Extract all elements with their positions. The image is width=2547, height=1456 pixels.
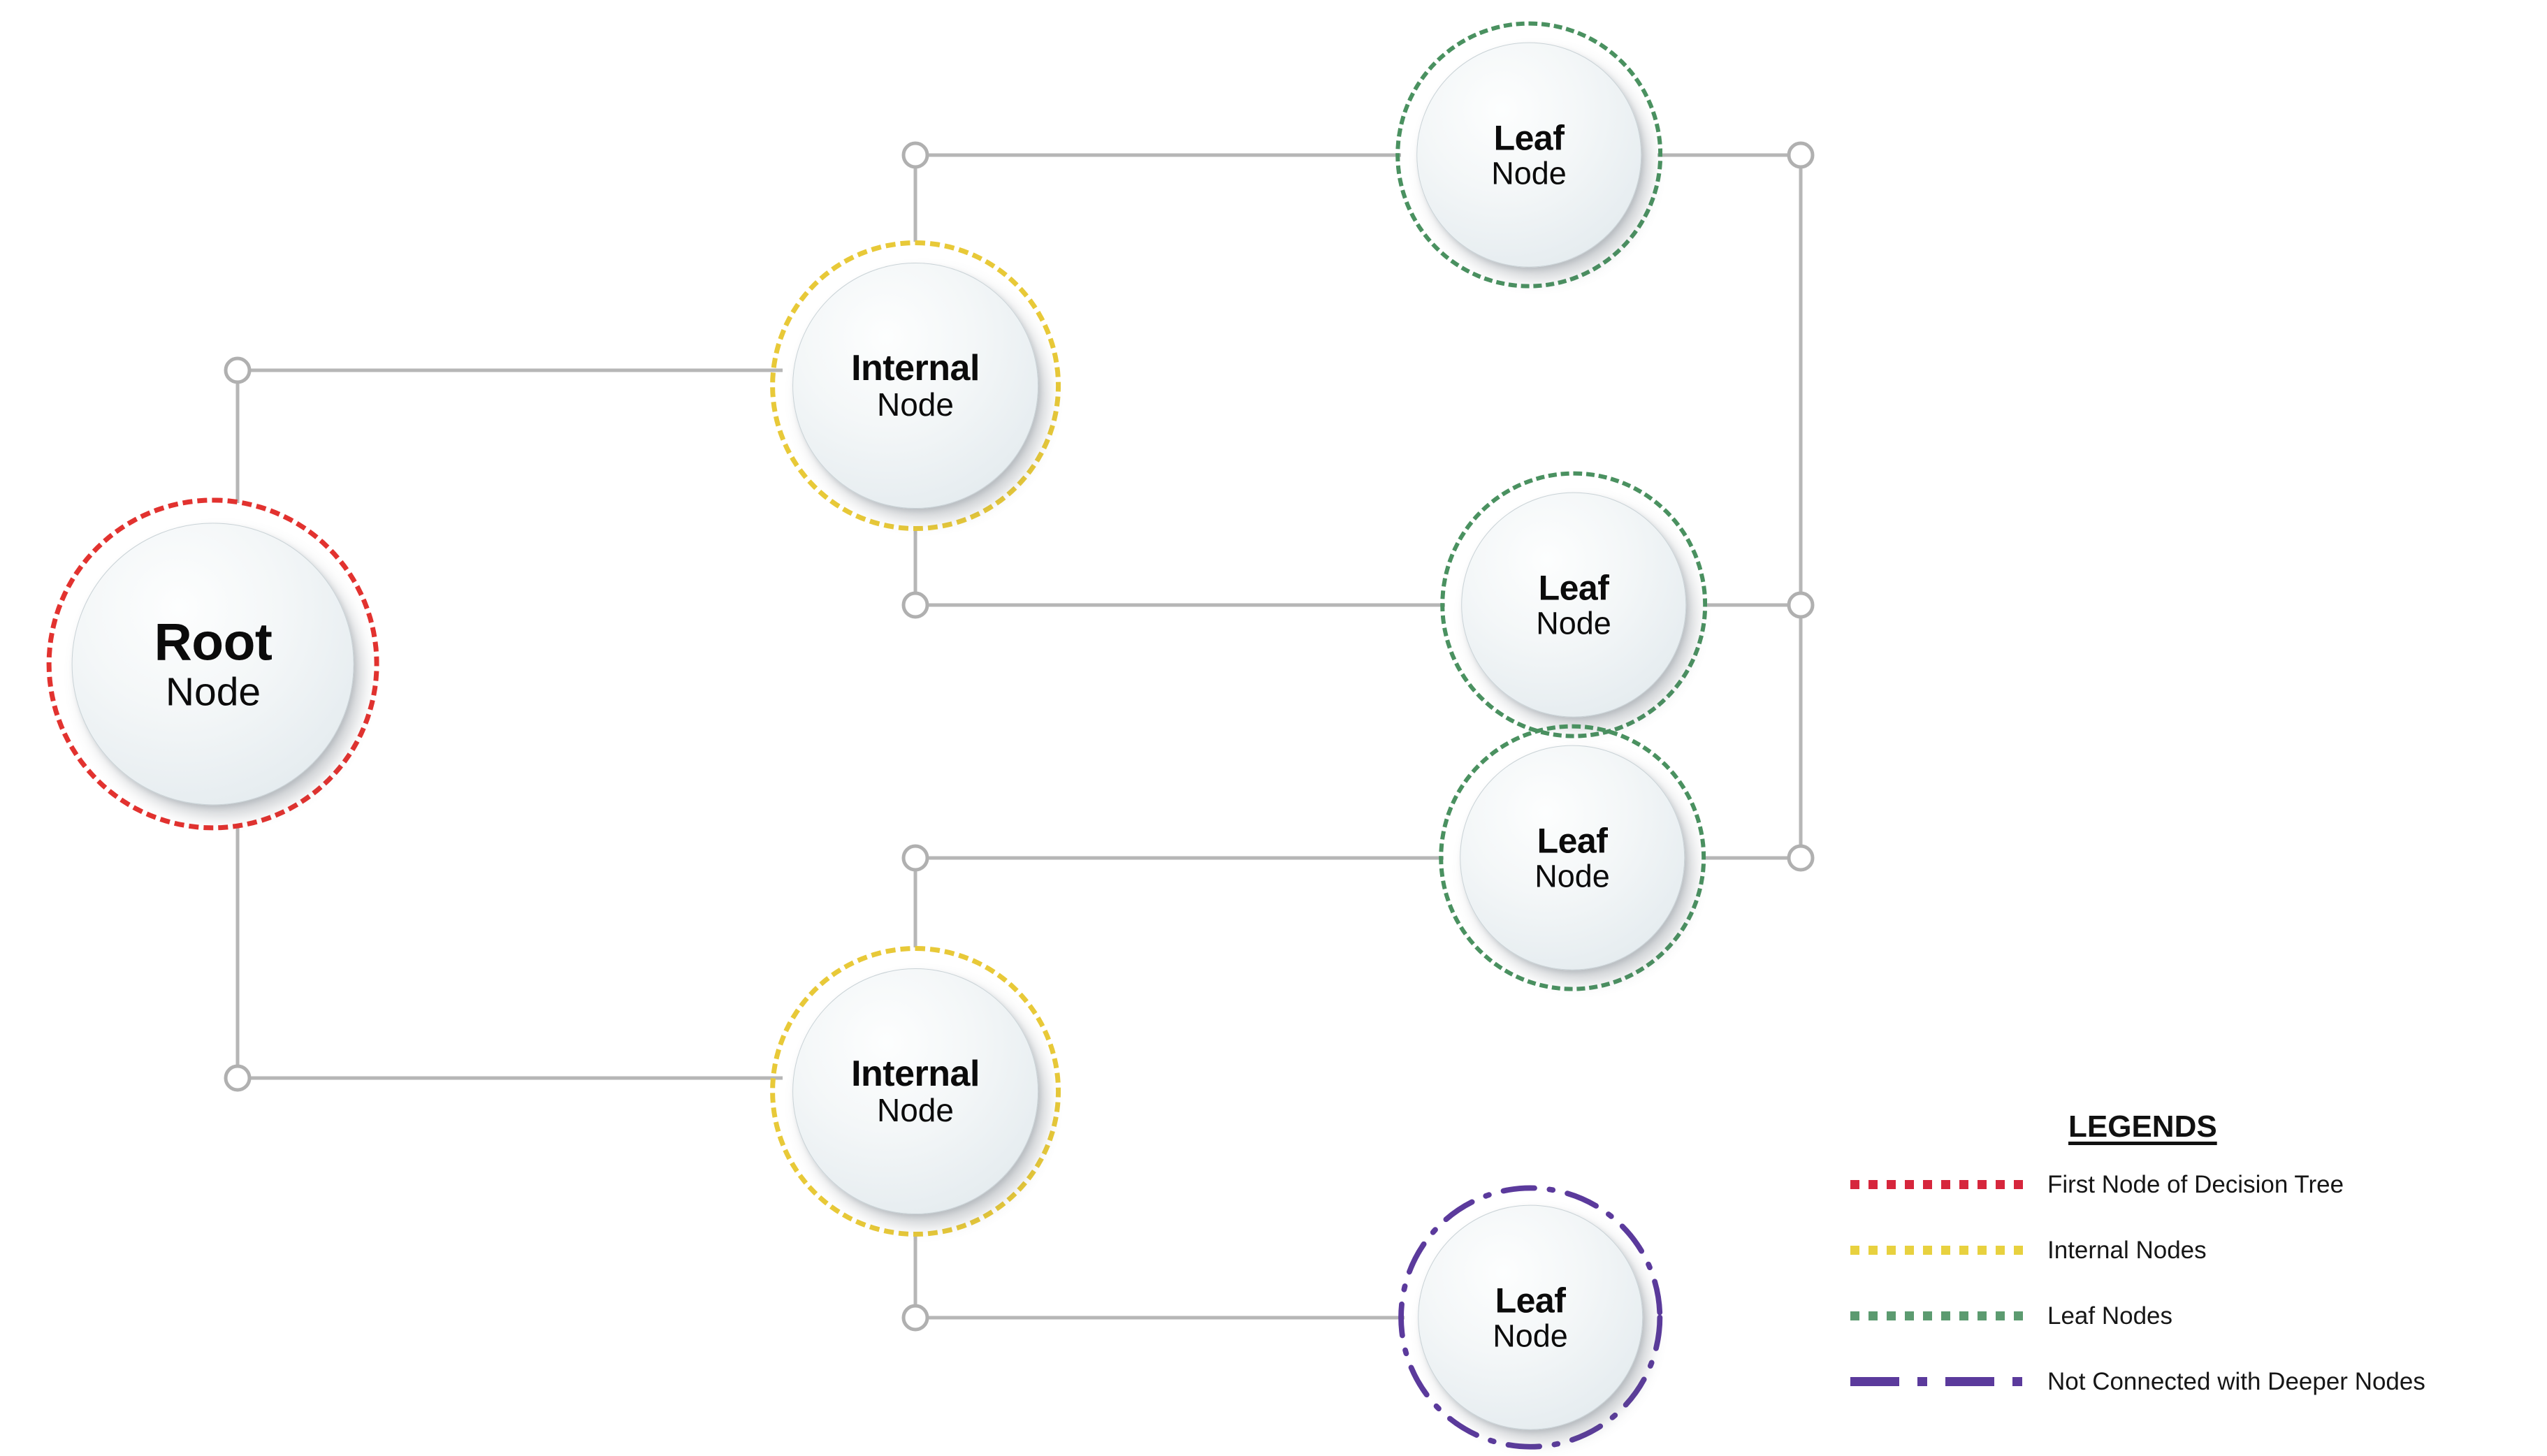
root-body bbox=[71, 522, 354, 805]
internal-label-secondary: Node bbox=[877, 386, 954, 423]
junction-dot bbox=[224, 356, 252, 384]
node-leaf-3[interactable]: Leaf Node bbox=[1438, 724, 1706, 991]
leaf-label: Leaf Node bbox=[1536, 570, 1611, 641]
leaf-body bbox=[1416, 42, 1641, 268]
internal-label-secondary: Node bbox=[877, 1092, 954, 1129]
root-label: Root Node bbox=[154, 614, 273, 713]
leaf-label-primary: Leaf bbox=[1495, 1281, 1566, 1320]
legend-swatch-not-connected bbox=[1850, 1377, 2025, 1386]
root-label-primary: Root bbox=[154, 612, 273, 671]
node-leaf-disconnected[interactable]: Leaf Node bbox=[1398, 1185, 1663, 1450]
leaf-body bbox=[1460, 492, 1686, 718]
junction-dot bbox=[901, 1304, 929, 1332]
legend-swatch-first-node bbox=[1850, 1180, 2025, 1189]
leaf-label: Leaf Node bbox=[1493, 1283, 1568, 1353]
root-label-secondary: Node bbox=[165, 669, 261, 715]
leaf-label-primary: Leaf bbox=[1538, 568, 1609, 608]
legend-panel: LEGENDS First Node of Decision Tree Inte… bbox=[1850, 1109, 2500, 1407]
leaf-label-secondary: Node bbox=[1491, 155, 1567, 191]
leaf-label-secondary: Node bbox=[1534, 858, 1610, 894]
junction-dot bbox=[901, 141, 929, 169]
leaf-label-secondary: Node bbox=[1536, 605, 1611, 641]
junction-dot bbox=[1787, 141, 1815, 169]
node-leaf-2[interactable]: Leaf Node bbox=[1439, 471, 1707, 738]
node-internal-1[interactable]: Internal Node bbox=[769, 240, 1061, 531]
leaf-label-primary: Leaf bbox=[1537, 821, 1608, 861]
internal-body bbox=[792, 968, 1038, 1214]
internal-label-primary: Internal bbox=[851, 348, 980, 389]
root-ring bbox=[46, 497, 379, 830]
legend-label-internal-nodes: Internal Nodes bbox=[2047, 1236, 2207, 1264]
legend-title: LEGENDS bbox=[2068, 1109, 2217, 1144]
node-internal-2[interactable]: Internal Node bbox=[769, 946, 1061, 1237]
legend-swatch-internal-nodes bbox=[1850, 1246, 2025, 1255]
internal-body bbox=[792, 263, 1038, 509]
legend-label-first-node: First Node of Decision Tree bbox=[2047, 1170, 2344, 1198]
leaf-label-primary: Leaf bbox=[1493, 118, 1565, 158]
junction-dot bbox=[1787, 591, 1815, 619]
internal-label-primary: Internal bbox=[851, 1054, 980, 1095]
legend-row: Not Connected with Deeper Nodes bbox=[1850, 1356, 2500, 1407]
leaf-label: Leaf Node bbox=[1534, 823, 1610, 894]
legend-row: Internal Nodes bbox=[1850, 1225, 2500, 1276]
internal-ring bbox=[769, 240, 1061, 531]
legend-swatch-leaf-nodes bbox=[1850, 1311, 2025, 1320]
legend-label-leaf-nodes: Leaf Nodes bbox=[2047, 1302, 2173, 1330]
internal-label: Internal Node bbox=[851, 349, 980, 422]
leaf-body bbox=[1417, 1204, 1643, 1430]
legend-row: First Node of Decision Tree bbox=[1850, 1159, 2500, 1210]
junction-dot bbox=[1787, 844, 1815, 872]
leaf-label-secondary: Node bbox=[1493, 1318, 1568, 1354]
leaf-label: Leaf Node bbox=[1491, 120, 1567, 191]
junction-dot bbox=[901, 844, 929, 872]
legend-row: Leaf Nodes bbox=[1850, 1290, 2500, 1341]
junction-dot bbox=[224, 1064, 252, 1092]
node-leaf-1[interactable]: Leaf Node bbox=[1395, 21, 1662, 289]
legend-label-not-connected: Not Connected with Deeper Nodes bbox=[2047, 1367, 2425, 1395]
internal-label: Internal Node bbox=[851, 1055, 980, 1128]
node-root[interactable]: Root Node bbox=[46, 497, 379, 830]
leaf-ring bbox=[1395, 21, 1662, 289]
leaf-body bbox=[1459, 745, 1685, 970]
leaf-ring bbox=[1438, 724, 1706, 991]
internal-ring bbox=[769, 946, 1061, 1237]
disconnected-ring bbox=[1398, 1185, 1663, 1450]
junction-dot bbox=[901, 591, 929, 619]
